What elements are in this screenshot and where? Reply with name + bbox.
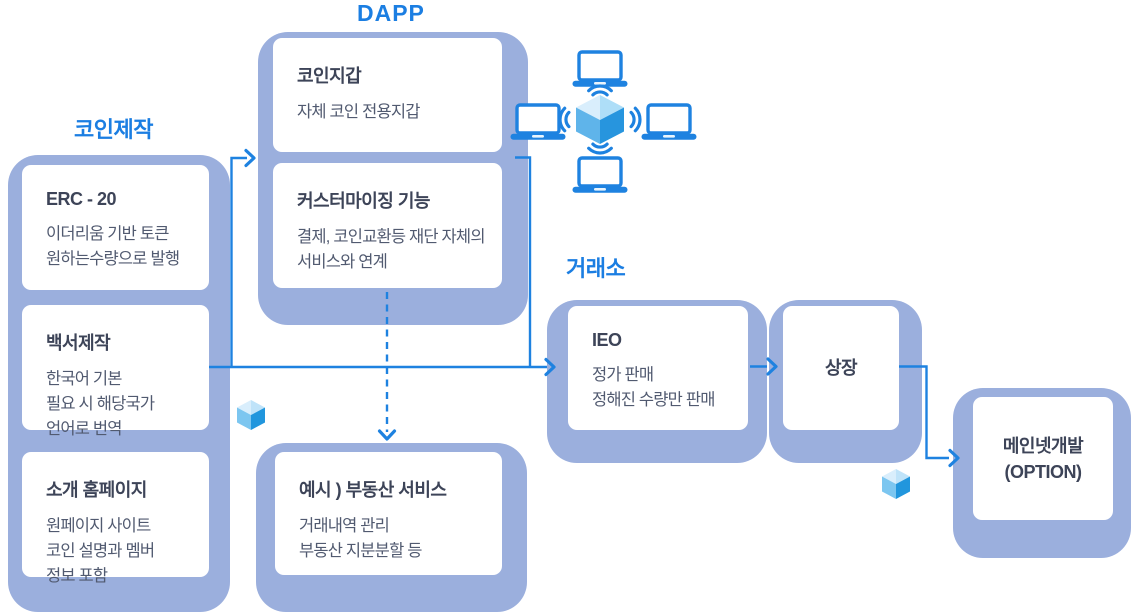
wifi-signal-icon-bottom — [587, 142, 613, 155]
card-text-line: 이더리움 기반 토큰 — [46, 225, 169, 243]
card-text-line: 언어로 번역 — [46, 420, 122, 438]
flow-arrow-coin-to-exchange — [209, 357, 556, 377]
card-customizing: 커스터마이징 기능 결제, 코인교환등 재단 자체의 서비스와 연계 — [273, 163, 502, 288]
laptop-icon-bottom — [572, 156, 628, 193]
card-title: 상장 — [824, 358, 858, 378]
card-text-line: 원하는수량으로 발행 — [46, 250, 180, 268]
card-text-line: 자체 코인 전용지갑 — [297, 103, 420, 121]
flow-arrow-coin-to-dapp — [230, 148, 256, 367]
card-whitepaper: 백서제작 한국어 기본 필요 시 해당국가 언어로 번역 — [22, 305, 209, 438]
section-label-exchange: 거래소 — [566, 256, 626, 281]
card-subtitle: (OPTION) — [1004, 461, 1083, 482]
card-listing: 상장 — [783, 306, 899, 430]
card-text-line: 한국어 기본 — [46, 370, 122, 388]
laptop-icon-right — [641, 103, 697, 140]
wifi-signal-icon-top — [587, 84, 613, 97]
cube-icon-network-hub — [576, 95, 624, 144]
card-coin-wallet: 코인지갑 자체 코인 전용지갑 — [273, 38, 502, 152]
card-erc20: ERC - 20 이더리움 기반 토큰 원하는수량으로 발행 — [22, 165, 209, 290]
card-text-line: 부동산 지분분할 등 — [299, 542, 422, 560]
wifi-signal-icon-left — [558, 106, 571, 133]
card-text-line: 서비스와 연계 — [297, 253, 388, 271]
card-text-line: 원페이지 사이트 — [46, 517, 151, 535]
card-mainnet: 메인넷개발 (OPTION) — [973, 397, 1113, 520]
section-label-coin-creation: 코인제작 — [74, 117, 153, 142]
wifi-signal-icon-right — [629, 106, 642, 133]
card-text-line: 결제, 코인교환등 재단 자체의 — [297, 228, 486, 246]
card-text-line: 필요 시 해당국가 — [46, 395, 155, 413]
card-title: 메인넷개발 — [1002, 435, 1084, 456]
card-example-service: 예시 ) 부동산 서비스 거래내역 관리 부동산 지분분할 등 — [275, 452, 502, 575]
laptop-icon-top — [572, 50, 628, 87]
cube-icon-right-block — [882, 469, 910, 499]
card-title: 코인지갑 — [297, 66, 362, 86]
card-ieo: IEO 정가 판매 정해진 수량만 판매 — [568, 306, 748, 430]
section-label-dapp: DAPP — [357, 0, 425, 26]
card-title: IEO — [592, 330, 622, 350]
card-text-line: 거래내역 관리 — [299, 517, 390, 535]
card-title: 소개 홈페이지 — [46, 480, 147, 500]
cube-icon-left-block — [237, 400, 265, 430]
card-homepage: 소개 홈페이지 원페이지 사이트 코인 설명과 멤버 정보 포함 — [22, 452, 209, 585]
card-text-line: 정해진 수량만 판매 — [592, 391, 715, 409]
card-text-line: 정보 포함 — [46, 567, 108, 585]
card-title: 백서제작 — [46, 333, 111, 353]
card-title: 커스터마이징 기능 — [297, 191, 430, 211]
card-text-line: 정가 판매 — [592, 366, 654, 384]
card-title: ERC - 20 — [46, 189, 117, 209]
card-text-line: 코인 설명과 멤버 — [46, 542, 155, 560]
card-title: 예시 ) 부동산 서비스 — [299, 480, 447, 500]
